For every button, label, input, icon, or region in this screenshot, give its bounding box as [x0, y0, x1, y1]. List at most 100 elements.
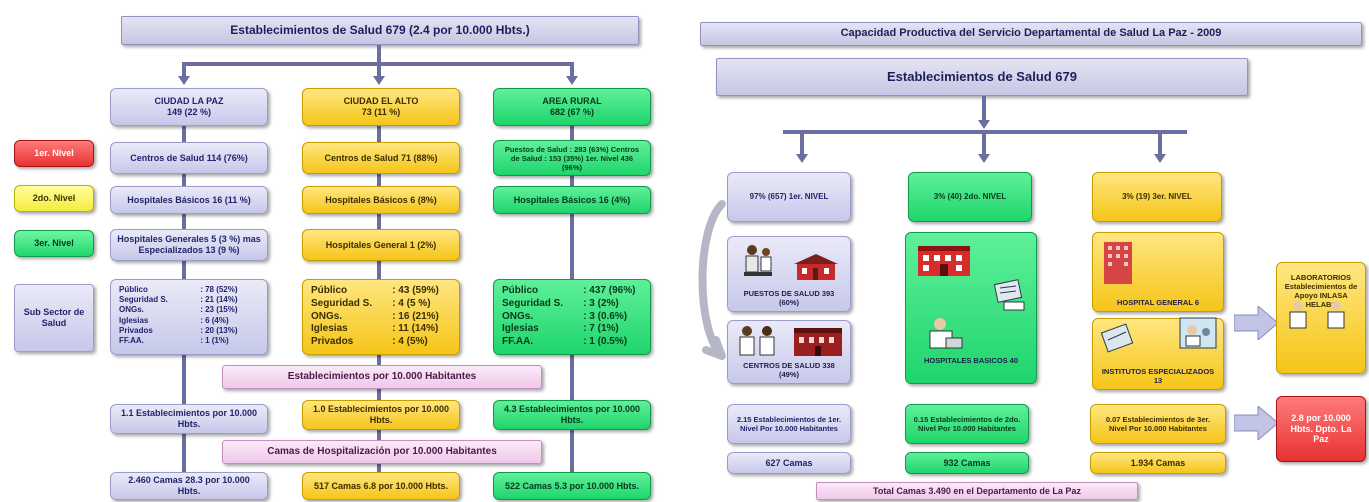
la-paz-camas: 2.460 Camas 28.3 por 10.000 Hbts. [110, 472, 268, 500]
right-title: Capacidad Productiva del Servicio Depart… [700, 22, 1362, 46]
subsector-label: Privados [119, 325, 153, 335]
la-paz-nivel3: Hospitales Generales 5 (3 %) mas Especia… [110, 229, 268, 261]
subsector-row: FF.AA. : 1 (0.5%) [502, 336, 642, 349]
subsector-row: ONGs. : 3 (0.6%) [502, 311, 642, 324]
subsector-value: : 4 (5%) [392, 336, 428, 348]
r-col1-camas: 627 Camas [727, 452, 851, 474]
el-alto-nivel1: Centros de Salud 71 (88%) [302, 142, 460, 174]
arrow-right-icon [1234, 406, 1278, 440]
sub-sector-label: Sub Sector de Salud [14, 284, 94, 352]
subsector-label: Iglesias [311, 323, 348, 335]
rural-nivel2: Hospitales Básicos 16 (4%) [493, 186, 651, 214]
people-icon [740, 242, 776, 282]
subsector-value: : 4 (5 %) [392, 297, 431, 309]
el-alto-nivel3: Hospitales General 1 (2%) [302, 229, 460, 261]
subsector-row: Público : 78 (52%) [119, 285, 259, 295]
r-col2-ratio: 0.15 Establecimientos de 2do. Nivel Por … [905, 404, 1029, 444]
subsector-label: FF.AA. [502, 336, 534, 348]
subsector-value: : 1 (1%) [200, 336, 229, 346]
rural-subsector: Público : 437 (96%) Seguridad S. : 3 (2%) ON… [493, 279, 651, 355]
el-alto-nivel2: Hospitales Básicos 6 (8%) [302, 186, 460, 214]
subsector-row: Seguridad S. : 21 (14%) [119, 295, 259, 305]
subsector-value: : 21 (14%) [200, 295, 238, 305]
subsector-value: : 3 (0.6%) [583, 310, 628, 322]
level-3-label: 3er. Nivel [14, 230, 94, 257]
total-ratio-box: 2.8 por 10.000 Hbts. Dpto. La Paz [1276, 396, 1366, 462]
arrow-right-icon [1234, 306, 1278, 340]
rural-estab: 4.3 Establecimientos por 10.000 Hbts. [493, 400, 651, 430]
rural-camas: 522 Camas 5.3 por 10.000 Hbts. [493, 472, 651, 500]
subsector-label: Privados [311, 336, 354, 348]
people-icon [1284, 300, 1354, 330]
el-alto-estab: 1.0 Establecimientos por 10.000 Hbts. [302, 400, 460, 430]
r-col1-header: 97% (657) 1er. NIVEL [727, 172, 851, 222]
subsector-label: Público [119, 285, 148, 294]
subsector-label: Iglesias [502, 323, 539, 335]
house-icon [792, 252, 840, 282]
building-icon [792, 326, 844, 358]
subsector-label: FF.AA. [119, 336, 144, 346]
subsector-row: Privados : 20 (13%) [119, 326, 259, 336]
subsector-value: : 11 (14%) [392, 323, 439, 335]
r-col3-ratio: 0.07 Establecimientos de 3er. Nivel Por … [1090, 404, 1226, 444]
r-col2-camas: 932 Camas [905, 452, 1029, 474]
subsector-label: Iglesias [119, 315, 149, 325]
subsector-label: Público [311, 285, 348, 296]
subsector-row: ONGs. : 23 (15%) [119, 305, 259, 315]
subsector-row: Iglesias : 6 (4%) [119, 316, 259, 326]
subsector-row: FF.AA. : 1 (1%) [119, 336, 259, 346]
subsector-row: Iglesias : 11 (14%) [311, 323, 451, 336]
subsector-label: Seguridad S. [502, 297, 564, 309]
la-paz-nivel1: Centros de Salud 114 (76%) [110, 142, 268, 174]
doctor-icon [922, 316, 966, 352]
subsector-label: ONGs. [311, 310, 343, 322]
subsector-value: : 437 (96%) [583, 285, 636, 296]
subsector-row: Seguridad S. : 3 (2%) [502, 298, 642, 311]
rural-nivel1: Puestos de Salud : 283 (63%) Centros de … [493, 140, 651, 176]
r-col2-header: 3% (40) 2do. NIVEL [908, 172, 1032, 222]
subsector-value: : 6 (4%) [200, 315, 229, 325]
subsector-row: Iglesias : 7 (1%) [502, 323, 642, 336]
curved-arrow-icon [698, 200, 726, 360]
subsector-label: ONGs. [502, 310, 534, 322]
right-subtitle: Establecimientos de Salud 679 [716, 58, 1248, 96]
subsector-label: Seguridad S. [311, 297, 373, 309]
la-paz-estab: 1.1 Establecimientos por 10.000 Hbts. [110, 404, 268, 434]
subsector-value: : 23 (15%) [200, 305, 238, 315]
r-col3-camas: 1.934 Camas [1090, 452, 1226, 474]
subsector-value: : 3 (2%) [583, 297, 619, 309]
r-col3-header: 3% (19) 3er. NIVEL [1092, 172, 1222, 222]
subsector-row: Público : 437 (96%) [502, 285, 642, 298]
subsector-label: ONGs. [119, 305, 144, 315]
band-establecimientos: Establecimientos por 10.000 Habitantes [222, 365, 542, 389]
la-paz-subsector: Público: 78 (52%)Seguridad S.: 21 (14%)O… [110, 279, 268, 355]
microscope-icon [1100, 322, 1136, 356]
subsector-row: Público : 43 (59%) [311, 285, 451, 298]
subsector-value: : 43 (59%) [392, 285, 439, 296]
el-alto-subsector: Público : 43 (59%) Seguridad S. : 4 (5 %) ON… [302, 279, 460, 355]
level-1-label: 1er. Nivel [14, 140, 94, 167]
hospital-icon [914, 240, 974, 280]
subsector-label: Público [502, 285, 539, 296]
subsector-value: : 16 (21%) [392, 310, 439, 322]
doctor-icon [1178, 314, 1218, 354]
level-2-label: 2do. Nivel [14, 185, 94, 212]
el-alto-camas: 517 Camas 6.8 por 10.000 Hbts. [302, 472, 460, 500]
band-camas: Camas de Hospitalización por 10.000 Habi… [222, 440, 542, 464]
subsector-label: Seguridad S. [119, 295, 168, 305]
subsector-value: : 1 (0.5%) [583, 336, 628, 348]
total-camas-band: Total Camas 3.490 en el Departamento de … [816, 482, 1138, 500]
la-paz-nivel2: Hospitales Básicos 16 (11 %) [110, 186, 268, 214]
subsector-value: : 20 (13%) [200, 325, 238, 335]
left-title: Establecimientos de Salud 679 (2.4 por 1… [121, 16, 639, 45]
subsector-value: : 7 (1%) [583, 323, 619, 335]
doctor-icon [736, 324, 780, 360]
subsector-value: : 78 (52%) [200, 285, 238, 294]
r-col1-ratio: 2.15 Establecimientos de 1er. Nivel Por … [727, 404, 851, 444]
hospital-icon [1098, 238, 1138, 286]
subsector-row: Privados : 4 (5%) [311, 336, 451, 349]
microscope-icon [990, 274, 1030, 314]
